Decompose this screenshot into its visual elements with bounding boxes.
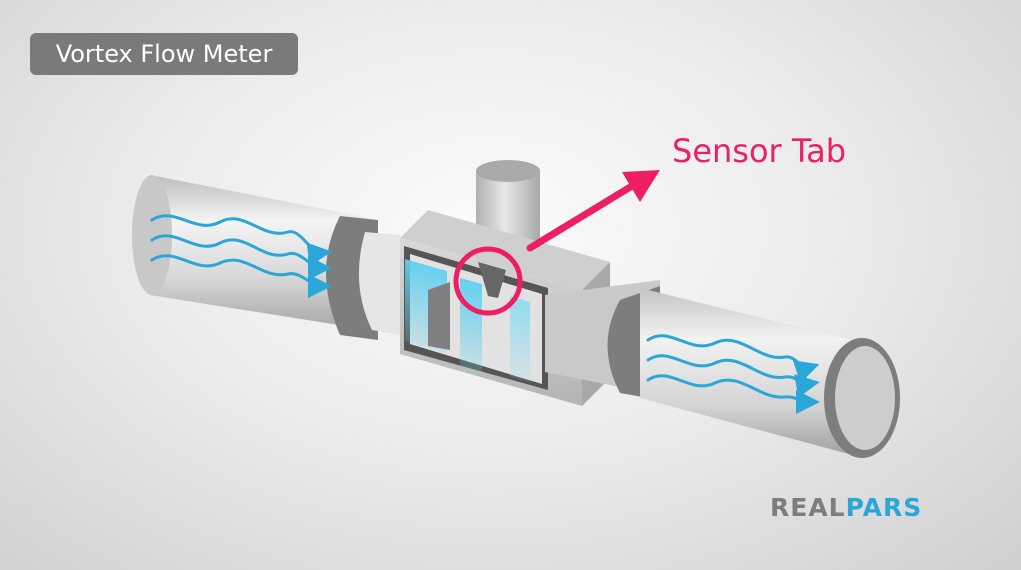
sensor-tab-icon	[478, 262, 506, 298]
callout-label: Sensor Tab	[672, 132, 847, 170]
callout-circle	[453, 246, 523, 316]
inlet-pipe	[132, 175, 400, 340]
flow-arrow-icon	[150, 214, 332, 267]
callout-arrowhead-icon	[622, 170, 660, 202]
outlet-flow-arrows	[646, 334, 820, 414]
vortex-shedding-icon	[510, 296, 530, 382]
flow-arrow-icon	[150, 254, 332, 298]
realpars-logo: REALPARS	[770, 493, 922, 522]
sensor-tab-callout	[453, 170, 660, 316]
diagram-title: Vortex Flow Meter	[55, 40, 273, 68]
bluff-body	[428, 282, 450, 350]
vortex-shedding-icon	[460, 277, 482, 373]
logo-text-pars: PARS	[845, 493, 923, 522]
outlet-pipe	[545, 280, 900, 458]
inlet-flow-arrows	[150, 214, 332, 298]
logo-text-real: REAL	[770, 493, 846, 522]
flow-arrow-icon	[646, 354, 820, 398]
title-badge: Vortex Flow Meter	[30, 33, 298, 75]
flow-arrow-icon	[646, 334, 820, 384]
callout-arrow	[526, 182, 636, 252]
flow-arrow-icon	[150, 234, 332, 280]
flow-arrow-icon	[646, 374, 820, 414]
